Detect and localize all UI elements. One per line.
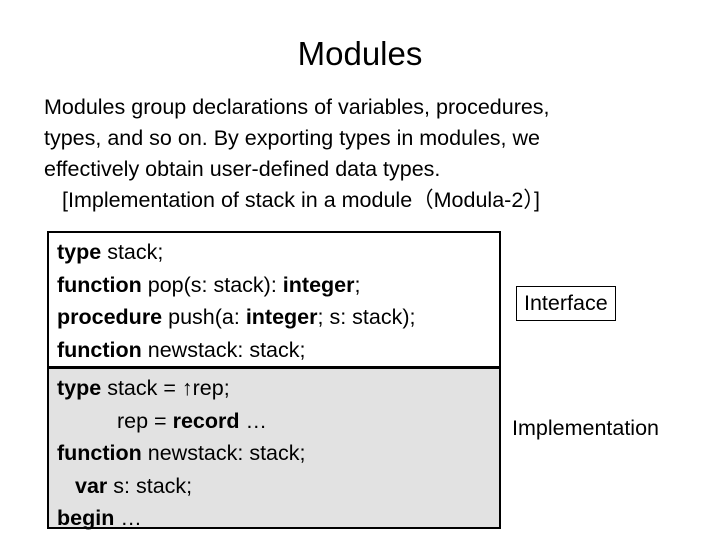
label-interface: Interface xyxy=(516,286,616,321)
code-text: … xyxy=(114,506,142,531)
code-keyword: procedure xyxy=(57,305,163,330)
code-line: var s: stack; xyxy=(49,470,499,503)
code-text: stack = ↑rep; xyxy=(101,376,230,400)
code-keyword: begin xyxy=(57,506,115,531)
code-text: stack; xyxy=(101,240,164,264)
code-text: newstack: stack; xyxy=(141,441,306,466)
code-keyword: var xyxy=(75,473,108,498)
code-line: function newstack: stack; xyxy=(49,334,499,367)
code-keyword: function xyxy=(57,272,142,297)
code-line: begin … xyxy=(49,502,499,535)
code-line: rep = record … xyxy=(49,405,499,438)
code-text: s: stack; xyxy=(107,473,193,498)
code-text: ; xyxy=(354,272,361,297)
body-line: [Implementation of stack in a module（Mod… xyxy=(62,188,541,212)
label-implementation: Implementation xyxy=(512,416,659,440)
page-title: Modules xyxy=(297,35,423,72)
code-keyword: integer xyxy=(245,305,318,330)
code-keyword: type xyxy=(57,376,102,400)
code-line: type stack = ↑rep; xyxy=(49,372,499,405)
body-line: effectively obtain user-defined data typ… xyxy=(44,157,441,181)
code-line: function newstack: stack; xyxy=(49,437,499,470)
code-keyword: record xyxy=(172,408,240,433)
code-text: ; s: stack); xyxy=(317,305,416,330)
code-line: procedure push(a: integer; s: stack); xyxy=(49,301,499,334)
body-line: types, and so on. By exporting types in … xyxy=(44,126,540,150)
code-text: newstack: stack; xyxy=(141,337,306,362)
code-text: pop(s: stack): xyxy=(141,272,283,297)
code-box: type stack;function pop(s: stack): integ… xyxy=(47,231,501,530)
code-text: rep = xyxy=(117,408,173,433)
code-text: push(a: xyxy=(162,305,246,330)
code-section-implementation: type stack = ↑rep;rep = record …function… xyxy=(49,366,499,530)
body-paragraph: Modules group declarations of variables,… xyxy=(44,92,684,216)
code-section-interface: type stack;function pop(s: stack): integ… xyxy=(49,233,499,366)
code-keyword: function xyxy=(57,337,142,362)
code-keyword: integer xyxy=(282,272,355,297)
code-text: … xyxy=(239,408,267,433)
code-line: type stack; xyxy=(49,236,499,269)
code-keyword: function xyxy=(57,441,142,466)
body-line: Modules group declarations of variables,… xyxy=(44,95,550,119)
code-keyword: type xyxy=(57,240,102,264)
code-line: function pop(s: stack): integer; xyxy=(49,269,499,302)
